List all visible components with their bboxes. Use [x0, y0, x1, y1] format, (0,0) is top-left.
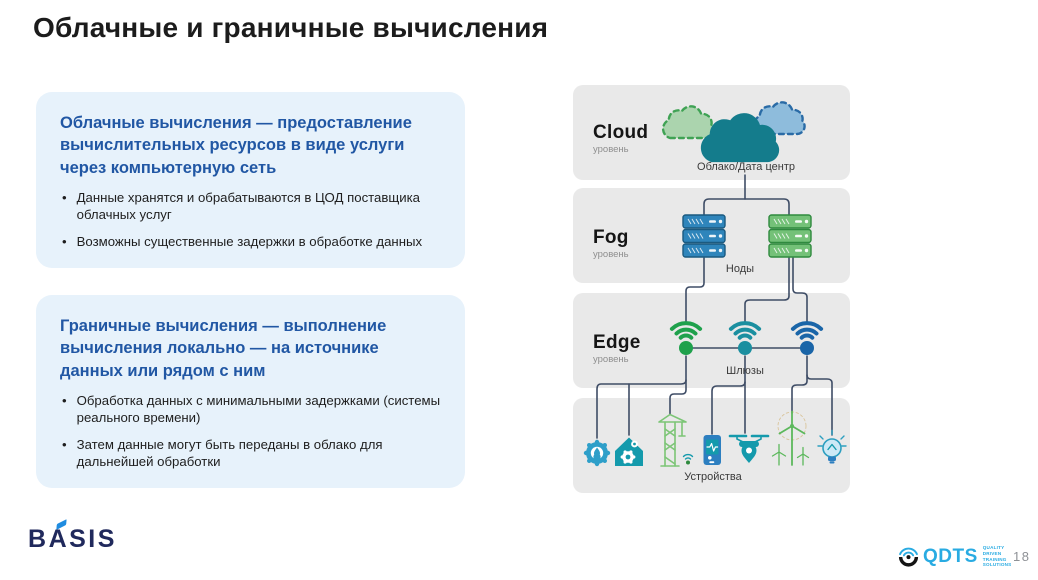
bullet-text: Возможны существенные задержки в обработ…	[76, 233, 423, 249]
list-item: • Данные хранятся и обрабатываются в ЦОД…	[60, 189, 441, 223]
cloud-computing-box: Облачные вычисления — предоставление выч…	[36, 92, 465, 268]
bullet-icon: •	[62, 436, 67, 452]
smartphone-icon	[703, 435, 721, 465]
green-wifi-icon	[669, 321, 703, 355]
bullet-icon: •	[62, 233, 67, 249]
qdts-tagline: QUALITY DRIVEN TRAINING SOLUTIONS	[982, 545, 1012, 568]
iot-sensor-icon	[583, 439, 611, 467]
blue-wifi-icon	[790, 321, 824, 355]
construction-crane-icon	[658, 413, 694, 467]
smart-home-icon	[615, 437, 643, 466]
teal-cloud-icon	[700, 113, 780, 163]
qdts-eye-icon	[898, 547, 919, 567]
green-server-stack-icon	[768, 214, 812, 258]
bullet-text: Данные хранятся и обрабатываются в ЦОД п…	[76, 190, 421, 223]
bullet-icon: •	[62, 393, 67, 409]
fog-level-label: Fog уровень	[593, 227, 629, 260]
cloud-caption: Облако/Дата центр	[697, 161, 795, 173]
fog-caption: Ноды	[725, 263, 755, 275]
smart-bulb-icon	[817, 429, 847, 464]
bullet-text: Обработка данных с минимальными задержка…	[76, 393, 441, 426]
page-title: Облачные и граничные вычисления	[33, 12, 549, 43]
blue-server-stack-icon	[682, 214, 726, 258]
edge-computing-heading: Граничные вычисления — выполнение вычисл…	[60, 317, 387, 380]
list-item: • Затем данные могут быть переданы в обл…	[60, 436, 441, 470]
bullet-icon: •	[62, 190, 67, 206]
edge-caption: Шлюзы	[726, 365, 764, 377]
qdts-logo: QDTS QUALITY DRIVEN TRAINING SOLUTIONS	[897, 545, 1011, 568]
teal-wifi-icon	[728, 321, 762, 355]
bullet-text: Затем данные могут быть переданы в облак…	[76, 436, 383, 469]
list-item: • Обработка данных с минимальными задерж…	[60, 392, 441, 426]
page-number: 18	[1013, 549, 1031, 564]
devices-caption: Устройства	[684, 471, 742, 483]
cloud-level-label: Cloud уровень	[593, 122, 649, 155]
edge-level-label: Edge уровень	[593, 332, 641, 365]
edge-computing-box: Граничные вычисления — выполнение вычисл…	[36, 295, 465, 488]
qdts-wordmark: QDTS	[923, 546, 978, 567]
cloud-fog-edge-diagram: Cloud уровень Fog уровень Edge уровень О…	[573, 85, 850, 497]
list-item: • Возможны существенные задержки в обраб…	[60, 233, 441, 250]
green-cloud-icon	[661, 105, 715, 140]
drone-icon	[728, 434, 770, 463]
cloud-computing-heading: Облачные вычисления — предоставление выч…	[60, 114, 412, 177]
wind-turbine-icon	[771, 410, 810, 466]
edge-level-panel	[573, 293, 850, 388]
diagram-artwork	[583, 101, 847, 467]
